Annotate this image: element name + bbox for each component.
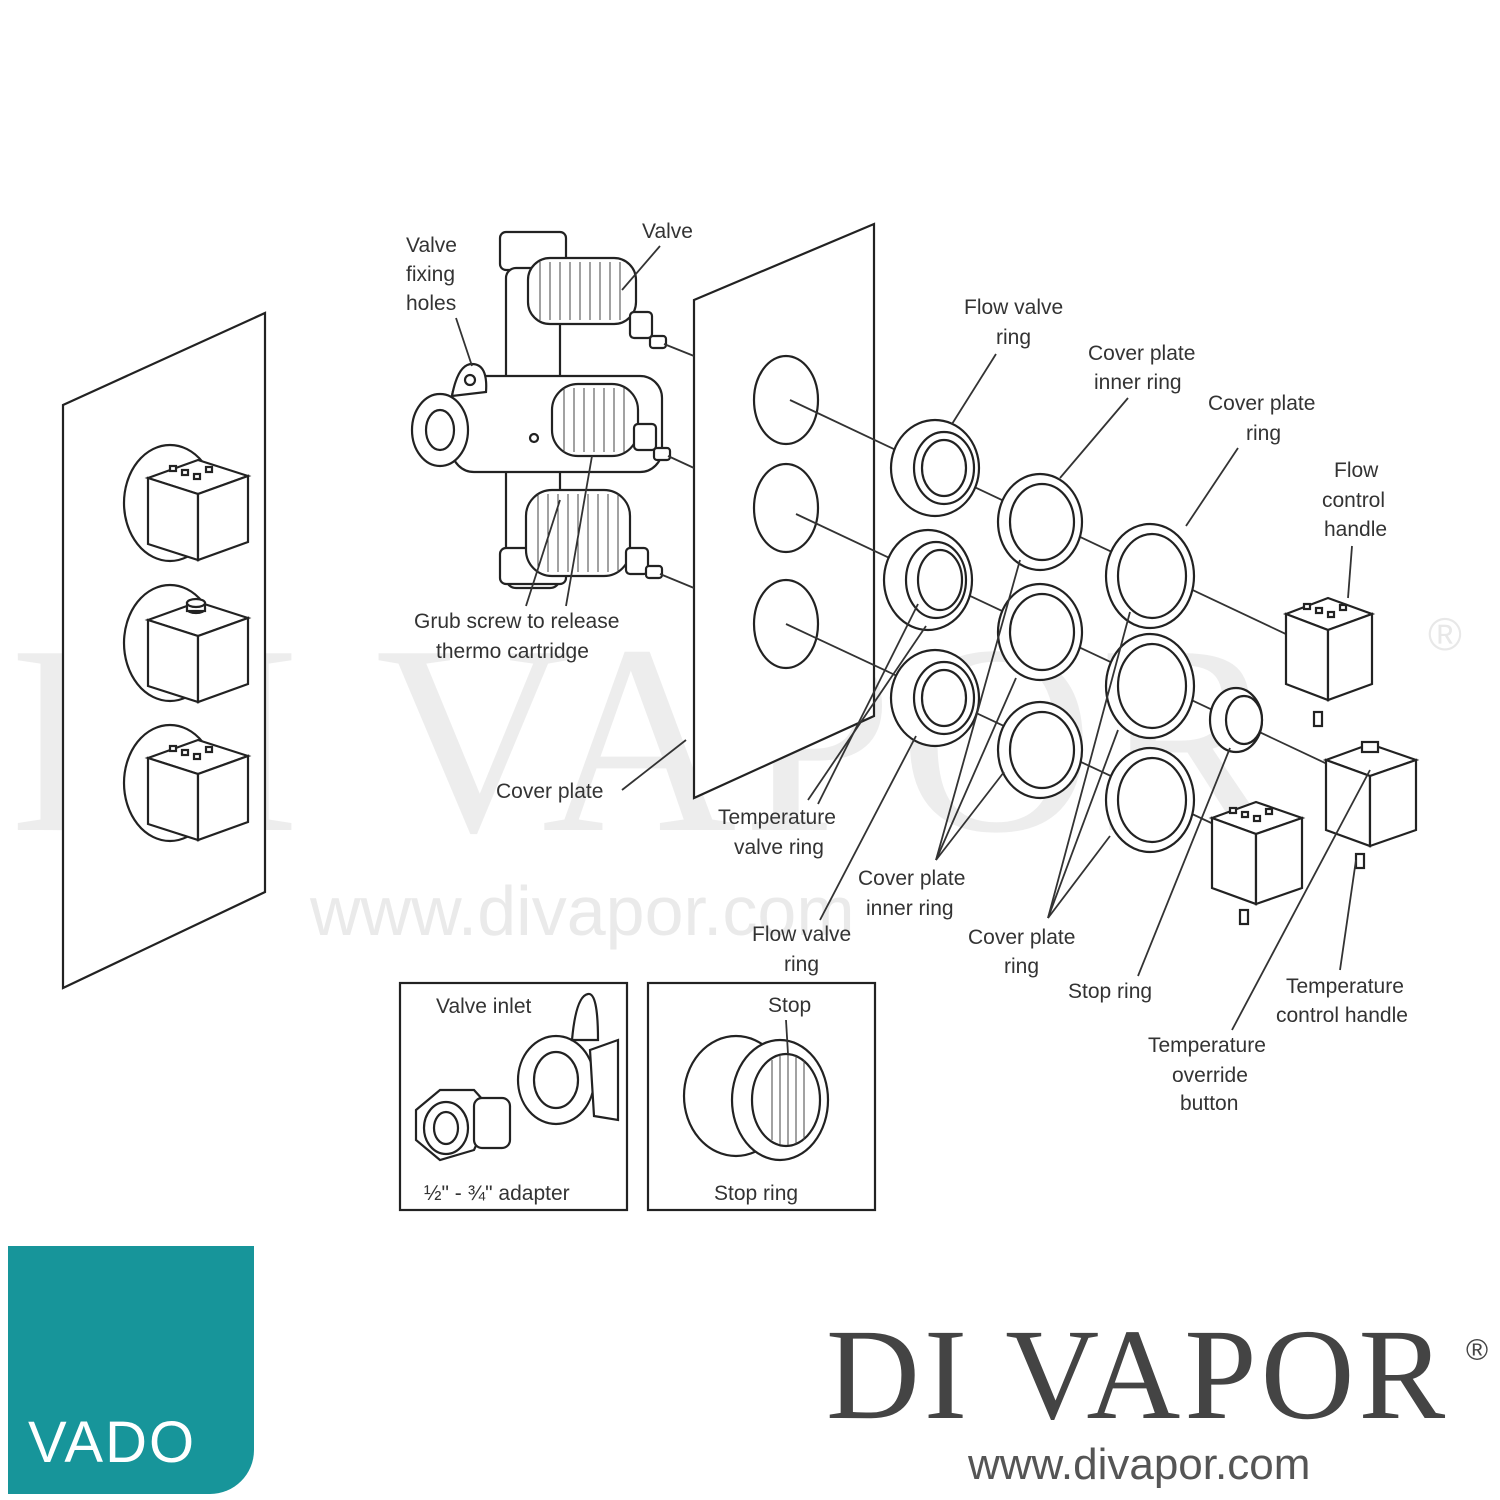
assembled-shower-panel [61, 311, 267, 990]
label-temperature-override-button-line1: Temperature [1148, 1034, 1266, 1057]
valve-rings-column [882, 418, 981, 748]
label-temperature-valve-ring-line2: valve ring [734, 836, 824, 859]
divapor-registered-mark: ® [1466, 1334, 1489, 1367]
label-cover-plate-ring-top-line1: Cover plate [1208, 392, 1315, 415]
valve-body [410, 230, 672, 590]
label-temperature-control-handle-line2: control handle [1276, 1004, 1408, 1027]
label-flow-valve-ring-bottom-line1: Flow valve [752, 923, 851, 946]
label-stop-ring: Stop ring [1068, 980, 1152, 1003]
watermark-url: www.divapor.com [309, 872, 855, 950]
valve-cartridge-top [526, 256, 668, 350]
inset-stop-title: Stop [768, 994, 811, 1017]
inset-adapter-caption: ½" - ¾" adapter [424, 1182, 570, 1205]
flow-control-handle-part [1282, 596, 1376, 728]
label-valve-fixing-holes-line3: holes [406, 292, 456, 315]
label-flow-valve-ring-bottom-line2: ring [784, 953, 819, 976]
assembled-handle-middle [122, 583, 252, 704]
cover-plate-inner-rings-column [996, 472, 1084, 800]
vado-logo: VADO [8, 1246, 254, 1494]
vado-logo-text: VADO [28, 1410, 197, 1475]
label-flow-valve-ring-top-line2: ring [996, 326, 1031, 349]
cover-plate-hole-top [752, 354, 820, 446]
temperature-control-handle-part [1322, 740, 1420, 870]
divapor-brand-name: DI VAPOR [826, 1303, 1450, 1447]
flow-control-handle-part-bottom [1208, 800, 1306, 926]
temperature-valve-ring [882, 528, 974, 632]
label-valve-fixing-holes-line2: fixing [406, 263, 455, 286]
label-cover-plate-inner-ring-top-line1: Cover plate [1088, 342, 1195, 365]
stop-ring-part [1208, 686, 1264, 754]
inset-adapter-title: Valve inlet [436, 995, 531, 1018]
flow-valve-ring-bottom [889, 648, 981, 748]
valve-cartridge-middle [550, 382, 672, 462]
cover-plate-hole-middle [752, 462, 820, 554]
label-valve-fixing-holes-line1: Valve [406, 234, 457, 257]
label-flow-control-handle-line3: handle [1324, 518, 1387, 541]
label-cover-plate-inner-ring-bottom-line1: Cover plate [858, 867, 965, 890]
label-grub-screw-line1: Grub screw to release [414, 610, 619, 633]
flow-valve-ring-top [889, 418, 981, 518]
divapor-url: www.divapor.com [968, 1440, 1311, 1489]
cover-plate-rings-column [1104, 522, 1196, 854]
label-cover-plate-ring-top-line2: ring [1246, 422, 1281, 445]
assembled-handle-top [122, 443, 252, 563]
label-temperature-control-handle-line1: Temperature [1286, 975, 1404, 998]
label-temperature-override-button-line3: button [1180, 1092, 1238, 1115]
label-cover-plate-ring-bottom-line2: ring [1004, 955, 1039, 978]
inset-adapter: Valve inlet ½" - ¾" adapter [398, 981, 629, 1212]
label-valve: Valve [642, 220, 693, 243]
cover-plate-exploded [692, 222, 876, 800]
labels: Valve fixing holes Valve Grub screw to r… [406, 220, 1408, 1115]
leader-lines [455, 245, 1371, 1031]
inset-stop-ring: Stop Stop ring [646, 981, 877, 1212]
label-grub-screw-line2: thermo cartridge [436, 640, 589, 663]
label-cover-plate: Cover plate [496, 780, 603, 803]
assembled-handle-bottom [122, 723, 252, 843]
label-flow-control-handle-line1: Flow [1334, 459, 1379, 482]
label-cover-plate-ring-bottom-line1: Cover plate [968, 926, 1075, 949]
label-flow-valve-ring-top-line1: Flow valve [964, 296, 1063, 319]
label-flow-control-handle-line2: control [1322, 489, 1385, 512]
watermark-registered: ® [1428, 608, 1462, 660]
label-temperature-override-button-line2: override [1172, 1064, 1248, 1087]
valve-cartridge-bottom [524, 488, 664, 580]
label-cover-plate-inner-ring-top-line2: inner ring [1094, 371, 1182, 394]
label-temperature-valve-ring-line1: Temperature [718, 806, 836, 829]
inset-stop-caption: Stop ring [714, 1182, 798, 1205]
label-cover-plate-inner-ring-bottom-line2: inner ring [866, 897, 954, 920]
